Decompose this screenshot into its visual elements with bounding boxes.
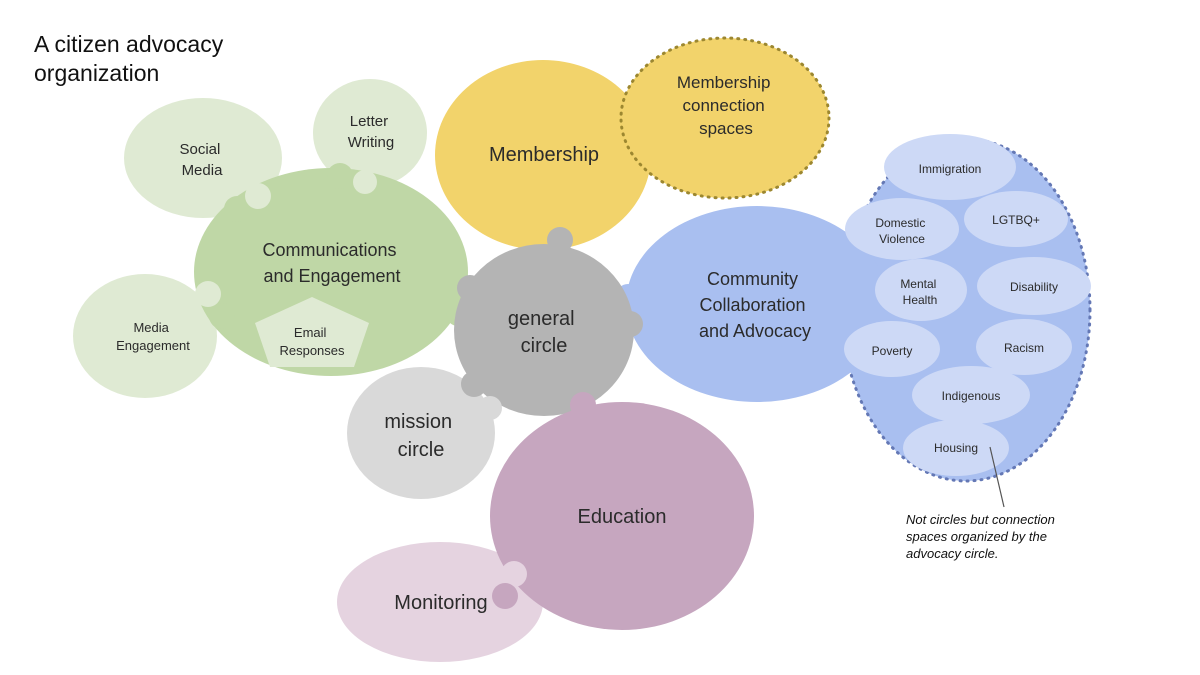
- disability-label: Disability: [1010, 280, 1058, 294]
- connector-knob: [245, 183, 271, 209]
- connector-knob: [224, 196, 250, 222]
- domestic-violence-label: Domestic Violence: [875, 216, 928, 246]
- communications-label: Communications and Engagement: [262, 240, 401, 286]
- racism-space: [976, 319, 1072, 375]
- lgtbq-label: LGTBQ+: [992, 213, 1040, 227]
- disability-space: [977, 257, 1091, 315]
- immigration-space: [884, 134, 1016, 200]
- mental-health-label: Mental Health: [900, 277, 939, 307]
- membership-spaces-label: Membership connection spaces: [677, 73, 775, 138]
- note-callout-line: [989, 446, 1005, 508]
- membership-label: Membership: [489, 144, 599, 166]
- mental-health-space: [875, 259, 967, 321]
- mission-circle-label: mission circle: [384, 411, 457, 461]
- membership-spaces-circle: [619, 36, 831, 200]
- indigenous-space: [912, 366, 1030, 424]
- connector-knob: [327, 163, 353, 189]
- connector-knob: [501, 561, 527, 587]
- indigenous-label: Indigenous: [942, 389, 1001, 403]
- social-media-circle: [124, 98, 282, 218]
- education-label: Education: [578, 506, 667, 528]
- mission-circle: [347, 367, 495, 499]
- media-engagement-circle: [73, 274, 217, 398]
- connector-knob: [570, 392, 596, 418]
- connector-knob: [461, 371, 487, 397]
- connector-knob: [492, 583, 518, 609]
- connector-knob: [353, 170, 377, 194]
- poverty-label: Poverty: [872, 344, 913, 358]
- general-circle-label: general circle: [508, 308, 580, 357]
- email-responses-pentagon: [255, 297, 369, 367]
- immigration-label: Immigration: [919, 162, 982, 176]
- poverty-space: [844, 321, 940, 377]
- monitoring-label: Monitoring: [394, 592, 487, 614]
- connector-knob: [617, 311, 643, 337]
- housing-space: [903, 420, 1009, 476]
- connector-knob: [547, 227, 573, 253]
- community-circle: [626, 206, 888, 402]
- education-circle: [490, 402, 754, 630]
- housing-label: Housing: [934, 441, 978, 455]
- letter-writing-label: Letter Writing: [348, 113, 394, 151]
- media-engagement-label: Media Engagement: [116, 320, 190, 353]
- social-media-label: Social Media: [179, 141, 224, 179]
- lgtbq-space: [964, 191, 1068, 247]
- domestic-violence-space: [845, 198, 959, 260]
- monitoring-circle: [337, 542, 543, 662]
- diagram-title: A citizen advocacy organization: [34, 31, 224, 86]
- email-responses-label: Email Responses: [279, 325, 345, 358]
- community-label: Community Collaboration and Advocacy: [699, 269, 811, 341]
- general-circle: [454, 244, 634, 416]
- connector-knob: [195, 281, 221, 307]
- connector-knob: [209, 303, 235, 329]
- letter-writing-circle: [313, 79, 427, 187]
- connector-knob: [478, 396, 502, 420]
- connector-knob: [457, 275, 483, 301]
- advocacy-note: Not circles but connection spaces organi…: [906, 512, 1055, 561]
- membership-circle: [435, 60, 651, 250]
- racism-label: Racism: [1004, 341, 1044, 355]
